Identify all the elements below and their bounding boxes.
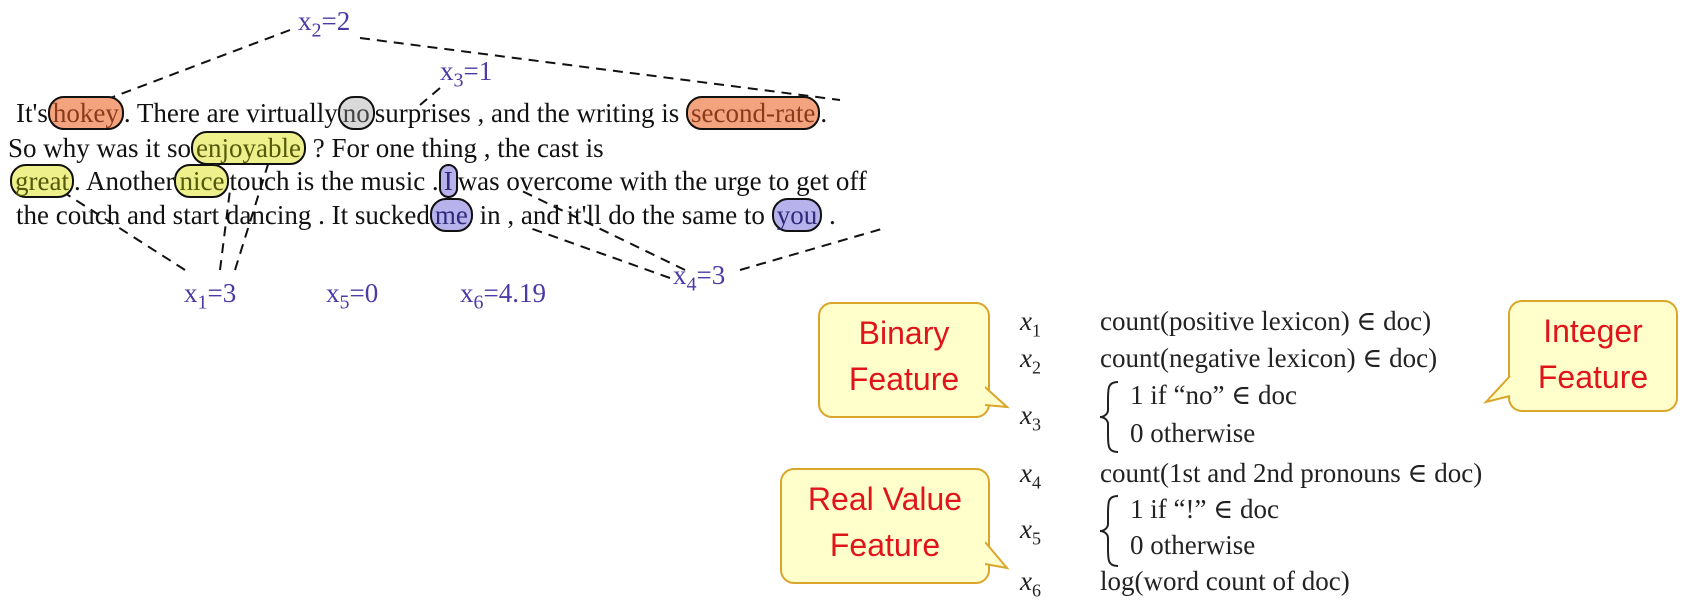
text-segment: . There are virtually (123, 98, 338, 128)
feature-case2-x5: 0 otherwise (1130, 530, 1256, 560)
callout-binary-feature: Binary Feature (818, 302, 990, 418)
callout-real-tail (985, 541, 1010, 570)
feature-desc-x1: count(positive lexicon) ∈ doc) (1100, 306, 1432, 336)
word-great: great (10, 164, 74, 198)
feature-var-x4: x4 (1020, 458, 1041, 493)
label-x3: x3=1 (440, 56, 493, 92)
label-x1: x1=3 (184, 278, 237, 314)
link-x4-you (739, 227, 886, 271)
word-nice: nice (174, 164, 230, 198)
link-x3-no (419, 87, 441, 106)
label-x6: x6=4.19 (460, 278, 546, 314)
text-segment: touch is the music . (229, 166, 439, 196)
word-enjoyable: enjoyable (191, 131, 306, 165)
feature-var-x3: x3 (1020, 400, 1041, 435)
text-segment: . (820, 98, 828, 128)
feature-var-x1: x1 (1020, 306, 1041, 341)
text-segment: the couch and start dancing . It sucked (16, 200, 430, 230)
callout-integer-line1: Integer (1543, 313, 1643, 349)
feature-var-x5: x5 (1020, 514, 1041, 549)
text-segment: ? For one thing , the cast is (312, 133, 604, 163)
callout-real-value-feature: Real Value Feature (780, 468, 990, 584)
text-segment: in , and it'll do the same to (479, 200, 765, 230)
text-segment: It's (16, 98, 48, 128)
feature-desc-x6: log(word count of doc) (1100, 566, 1350, 596)
word-me: me (429, 198, 473, 232)
feature-var-x6: x6 (1020, 566, 1041, 601)
callout-binary-line2: Feature (848, 361, 960, 397)
link-x1-nice (219, 189, 231, 271)
text-segment: was overcome with the urge to get off (457, 166, 867, 196)
text-segment: surprises , and the writing is (374, 98, 680, 128)
callout-integer-line2: Feature (1537, 359, 1649, 395)
callout-integer-feature: Integer Feature (1508, 300, 1678, 412)
feature-var-x2: x2 (1020, 343, 1041, 378)
label-x2: x2=2 (298, 6, 351, 42)
brace-x3 (1099, 381, 1119, 453)
callout-integer-tail (1482, 375, 1511, 404)
word-second-rate: second-rate (685, 96, 821, 130)
feature-case1-x5: 1 if “!” ∈ doc (1130, 494, 1279, 524)
label-x5: x5=0 (326, 278, 379, 314)
callout-real-line1: Real Value (807, 481, 963, 517)
word-no: no (337, 96, 375, 130)
feature-desc-x4: count(1st and 2nd pronouns ∈ doc) (1100, 458, 1483, 488)
feature-case2-x3: 0 otherwise (1130, 418, 1256, 448)
word-I: I (438, 164, 458, 198)
word-hokey: hokey (47, 96, 124, 130)
link-x2-hokey (104, 29, 291, 101)
feature-case1-x3: 1 if “no” ∈ doc (1130, 380, 1297, 410)
link-x4-I (519, 189, 686, 271)
callout-binary-line1: Binary (858, 315, 950, 351)
link-x4-me (529, 227, 671, 279)
text-segment: So why was it so (8, 133, 192, 163)
text-segment: . (828, 200, 836, 230)
word-you: you (771, 198, 823, 232)
label-x4: x4=3 (673, 260, 726, 296)
text-segment: . Another (73, 166, 175, 196)
feature-desc-x2: count(negative lexicon) ∈ doc) (1100, 343, 1438, 373)
callout-binary-tail (985, 386, 1010, 409)
link-x2-second-rate (359, 37, 841, 101)
brace-x5 (1099, 495, 1119, 567)
link-x1-great (59, 189, 186, 271)
link-x1-enjoyable (234, 157, 271, 271)
callout-real-line2: Feature (829, 527, 941, 563)
